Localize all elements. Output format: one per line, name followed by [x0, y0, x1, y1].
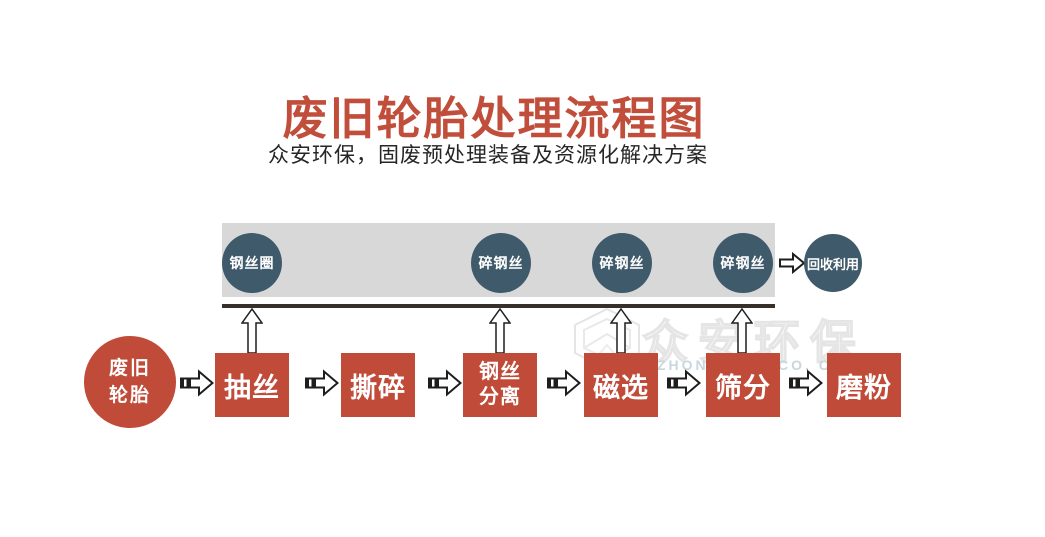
up-arrow-icon — [610, 308, 632, 353]
watermark-latin-left: ZHON — [657, 357, 709, 373]
step-arrow-icon — [789, 369, 823, 397]
step-arrow-icon — [547, 369, 581, 397]
output-circle-recycle-use: 回收利用 — [804, 234, 862, 292]
recycle-arrow-icon — [779, 252, 805, 274]
up-arrow-icon — [241, 308, 263, 353]
page-title: 废旧轮胎处理流程图 — [282, 93, 706, 144]
step-box-screening: 筛分 — [706, 353, 780, 417]
step-box-shredding: 撕碎 — [341, 353, 415, 417]
step-arrow-icon — [180, 369, 214, 397]
step-box-grinding: 磨粉 — [827, 353, 901, 417]
step-arrow-icon — [428, 369, 462, 397]
step-box-wire-separation-line2: 分离 — [479, 386, 521, 408]
output-circle-steel-scrap-1: 碎钢丝 — [471, 233, 531, 293]
step-arrow-icon — [305, 369, 339, 397]
output-circle-steel-scrap-2: 碎钢丝 — [592, 233, 652, 293]
output-track-line — [222, 304, 775, 308]
up-arrow-icon — [731, 308, 753, 353]
watermark-latin-right: CO. C — [778, 357, 832, 373]
page-subtitle: 众安环保，固废预处理装备及资源化解决方案 — [268, 143, 708, 167]
output-circle-steel-ring: 钢丝圈 — [222, 233, 282, 293]
up-arrow-icon — [489, 308, 511, 353]
step-box-wire-separation-line1: 钢丝 — [479, 361, 521, 383]
step-box-magnetic-separation: 磁选 — [584, 353, 658, 417]
step-box-wire-separation: 钢丝 分离 — [463, 353, 537, 417]
output-circle-steel-scrap-3: 碎钢丝 — [713, 233, 773, 293]
step-box-wire-drawing: 抽丝 — [215, 353, 289, 417]
source-line1: 废旧 — [108, 358, 151, 379]
step-arrow-icon — [667, 369, 701, 397]
source-circle-waste-tire: 废旧 轮胎 — [84, 336, 176, 428]
source-line2: 轮胎 — [108, 385, 151, 406]
